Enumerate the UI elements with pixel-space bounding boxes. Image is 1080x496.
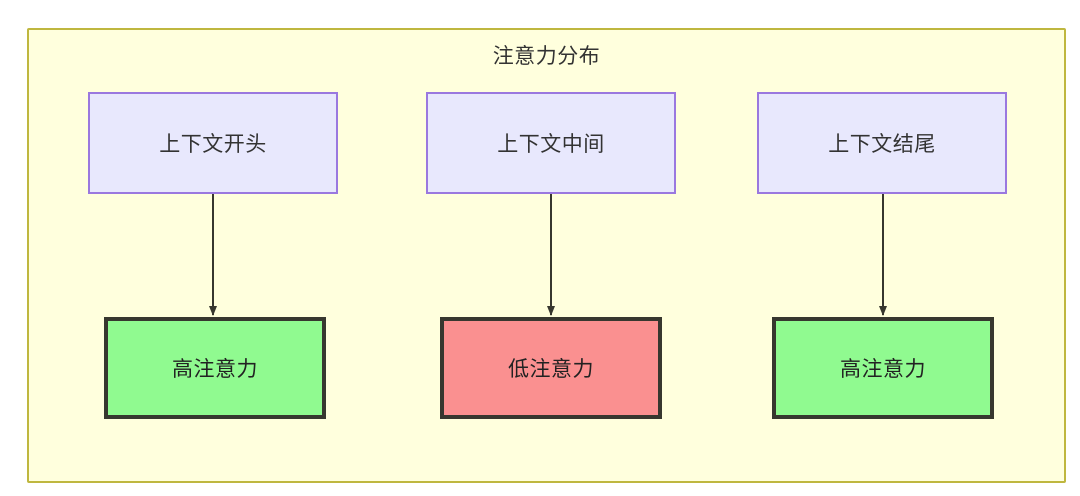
node-high-attention-start[interactable]: 高注意力: [104, 317, 326, 419]
node-label: 低注意力: [508, 358, 594, 381]
node-label: 上下文开头: [159, 133, 267, 156]
node-label: 上下文结尾: [828, 133, 936, 156]
node-high-attention-end[interactable]: 高注意力: [772, 317, 994, 419]
diagram-title: 注意力分布: [492, 45, 601, 68]
node-context-middle[interactable]: 上下文中间: [426, 92, 676, 194]
node-label: 高注意力: [172, 358, 258, 381]
node-label: 高注意力: [840, 358, 926, 381]
node-low-attention-middle[interactable]: 低注意力: [440, 317, 662, 419]
node-context-end[interactable]: 上下文结尾: [757, 92, 1007, 194]
node-context-start[interactable]: 上下文开头: [88, 92, 338, 194]
node-label: 上下文中间: [497, 133, 605, 156]
